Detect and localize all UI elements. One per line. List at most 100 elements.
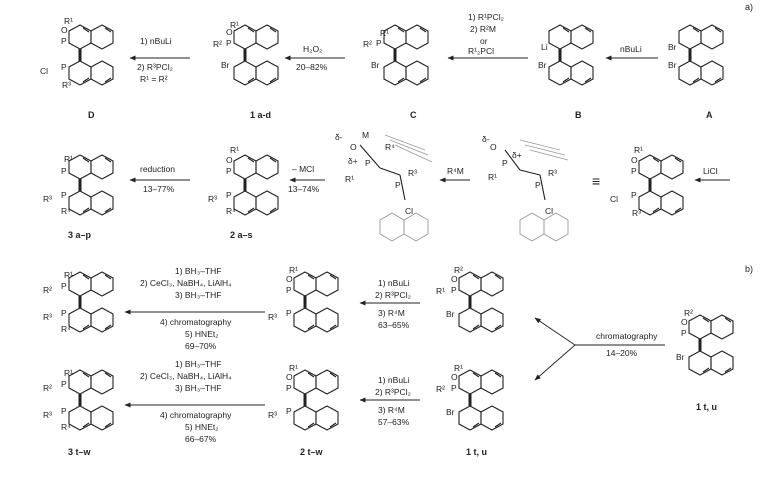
compound-label-1a-d: 1 a-d <box>250 110 271 120</box>
atom-O: O <box>451 274 458 284</box>
substituent-R2: R² <box>213 39 222 49</box>
atom-O: O <box>490 142 497 152</box>
condition-lower-step2-5: 5) HNEt₂ <box>185 422 219 432</box>
condition-to-3-reduction: reduction <box>140 164 175 174</box>
atom-P: P <box>286 308 292 318</box>
condition-upper-step1-1: 1) nBuLi <box>378 278 410 288</box>
structure-3a-p: P R¹ P R³ R⁴ <box>43 153 115 217</box>
substituent-R1: R¹ <box>289 265 298 275</box>
substituent-R3: R³ <box>268 410 277 420</box>
substituent-R4: R⁴ <box>61 422 71 432</box>
substituent-R1: R¹ <box>380 28 389 38</box>
substituent-R4: R⁴ <box>385 142 395 152</box>
atom-P: P <box>61 166 67 176</box>
atom-Cl: Cl <box>610 194 618 204</box>
atom-P: P <box>61 406 67 416</box>
compound-label-1t-u-mid: 1 t, u <box>466 447 487 457</box>
substituent-R1: R¹ <box>64 270 73 280</box>
atom-P: P <box>365 158 371 168</box>
atom-P: P <box>61 308 67 318</box>
condition-to-3-yield: 13–77% <box>143 184 175 194</box>
compound-label-D: D <box>88 110 95 120</box>
condition-upper-step2-5: 5) HNEt₂ <box>185 329 219 339</box>
atom-Br: Br <box>668 42 677 52</box>
compound-label-2t-w: 2 t–w <box>300 447 324 457</box>
atom-P: P <box>61 62 67 72</box>
condition-lower-step2-1: 1) BH₃–THF <box>175 359 221 369</box>
condition-b-to-c-2: 2) R²M <box>470 24 496 34</box>
substituent-R3: R³ <box>408 168 417 178</box>
atom-P: P <box>681 328 687 338</box>
structure-2t-w: P O R¹ P R³ <box>268 363 340 432</box>
intermediate-1: P O δ- δ+ R¹ P R³ Cl <box>482 134 569 242</box>
substituent-R1: R¹ <box>436 286 445 296</box>
structure-3t-w: P R¹ R² P R³ R⁴ <box>43 368 115 432</box>
atom-Br: Br <box>538 60 547 70</box>
substituent-R1: R¹ <box>230 20 239 30</box>
condition-lower-step2-4: 4) chromatography <box>160 410 232 420</box>
atom-Br: Br <box>221 60 230 70</box>
condition-upper-step2-4: 4) chromatography <box>160 317 232 327</box>
atom-P: P <box>631 190 637 200</box>
structure-2a-s: P O R¹ P R³ R⁴ <box>208 145 280 217</box>
substituent-R1: R¹ <box>64 154 73 164</box>
condition-1-to-d-3: R¹ = R² <box>140 74 168 84</box>
atom-P: P <box>226 190 232 200</box>
compound-label-C: C <box>410 110 417 120</box>
condition-upper-step2-2: 2) CeCl₃, NaBH₄, LiAlH₄ <box>140 278 232 288</box>
condition-b-to-c-3: or <box>480 36 488 46</box>
atom-P: P <box>61 281 67 291</box>
atom-Br: Br <box>676 352 685 362</box>
atom-P: P <box>286 406 292 416</box>
atom-O: O <box>226 155 233 165</box>
atom-O: O <box>286 372 293 382</box>
atom-P: P <box>451 383 457 393</box>
compound-label-3a-p: 3 a–p <box>68 230 92 240</box>
condition-1-to-d-1: 1) nBuLi <box>140 36 172 46</box>
equivalence-symbol: ≡ <box>592 173 600 189</box>
condition-licl: LiCl <box>703 166 718 176</box>
condition-upper-step2-3: 3) BH₃–THF <box>175 290 221 300</box>
arrow-branch-down <box>534 344 576 381</box>
structure-B: Li Br <box>538 23 595 87</box>
substituent-R3: R³ <box>43 194 52 204</box>
structure-1t-u-mid: P O R¹ R² Br <box>436 363 505 432</box>
substituent-R1: R¹ <box>64 16 73 26</box>
condition-lower-step1-4: 57–63% <box>378 417 410 427</box>
condition-upper-step1-2: 2) R³PCl₂ <box>375 290 411 300</box>
condition-c-to-1-reagent: H₂O₂ <box>303 44 322 54</box>
section-label-a: a) <box>745 2 753 12</box>
atom-P: P <box>395 180 401 190</box>
atom-P: P <box>61 379 67 389</box>
atom-Cl: Cl <box>405 206 413 216</box>
condition-to-2-mcl: – MCl <box>292 164 314 174</box>
condition-upper-step2-1: 1) BH₃–THF <box>175 266 221 276</box>
substituent-R1: R¹ <box>64 368 73 378</box>
substituent-R3: R³ <box>548 168 557 178</box>
structure-A: Br Br <box>668 23 725 87</box>
atom-O: O <box>61 25 68 35</box>
atom-O: O <box>631 155 638 165</box>
atom-P: P <box>61 190 67 200</box>
substituent-R3: R³ <box>632 208 641 218</box>
condition-chromatography: chromatography <box>596 331 658 341</box>
compound-label-1t-u-start: 1 t, u <box>696 402 717 412</box>
substituent-R2: R² <box>436 384 445 394</box>
structure-C: P R¹ R² Br <box>363 23 430 87</box>
atom-Br: Br <box>446 407 455 417</box>
atom-P: P <box>226 166 232 176</box>
atom-Cl: Cl <box>545 206 553 216</box>
atom-O: O <box>451 372 458 382</box>
atom-O: O <box>226 27 233 37</box>
substituent-R1: R¹ <box>289 363 298 373</box>
condition-lower-step1-1: 1) nBuLi <box>378 375 410 385</box>
substituent-R3: R³ <box>43 410 52 420</box>
structure-2-upper: P O R¹ P R³ <box>268 265 340 334</box>
intermediate-2: M O δ- P δ+ R¹ R⁴ P R³ Cl <box>335 130 433 242</box>
partial-charge-minus: δ- <box>335 132 343 142</box>
condition-b-to-c-1: 1) R¹PCl₂ <box>468 12 504 22</box>
atom-P: P <box>376 38 382 48</box>
structure-1t-u-upper: P O R² R¹ Br <box>436 265 505 334</box>
condition-lower-step1-2: 2) R³PCl₂ <box>375 387 411 397</box>
condition-lower-step2-6: 66–67% <box>185 434 217 444</box>
